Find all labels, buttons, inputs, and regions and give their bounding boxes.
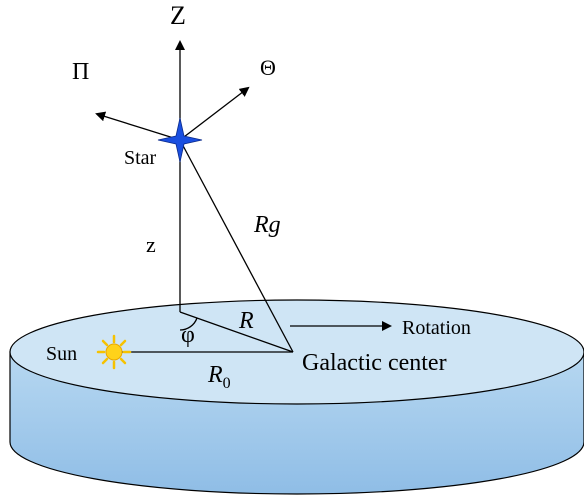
sun-icon bbox=[98, 336, 130, 368]
axis-theta-arrow bbox=[180, 88, 248, 140]
rg-label: Rg bbox=[253, 212, 281, 238]
axis-theta-label: Θ bbox=[260, 55, 276, 80]
sun-label: Sun bbox=[46, 343, 77, 365]
r-label: R bbox=[238, 308, 254, 334]
axis-pi-arrow bbox=[97, 114, 180, 140]
angle-label: φ bbox=[181, 322, 195, 348]
disk-top bbox=[10, 300, 584, 404]
r0-label-subscript: 0 bbox=[223, 375, 231, 392]
rotation-label: Rotation bbox=[402, 317, 471, 339]
axis-pi-label: Π bbox=[72, 59, 89, 85]
star-label: Star bbox=[124, 147, 157, 169]
galactic-center-label: Galactic center bbox=[302, 350, 447, 376]
r0-label-base: R bbox=[207, 362, 223, 388]
height-label: z bbox=[146, 232, 156, 257]
four-point-star-icon bbox=[158, 118, 202, 162]
galactic-disk bbox=[10, 300, 584, 494]
axis-z-label: Z bbox=[170, 1, 186, 30]
